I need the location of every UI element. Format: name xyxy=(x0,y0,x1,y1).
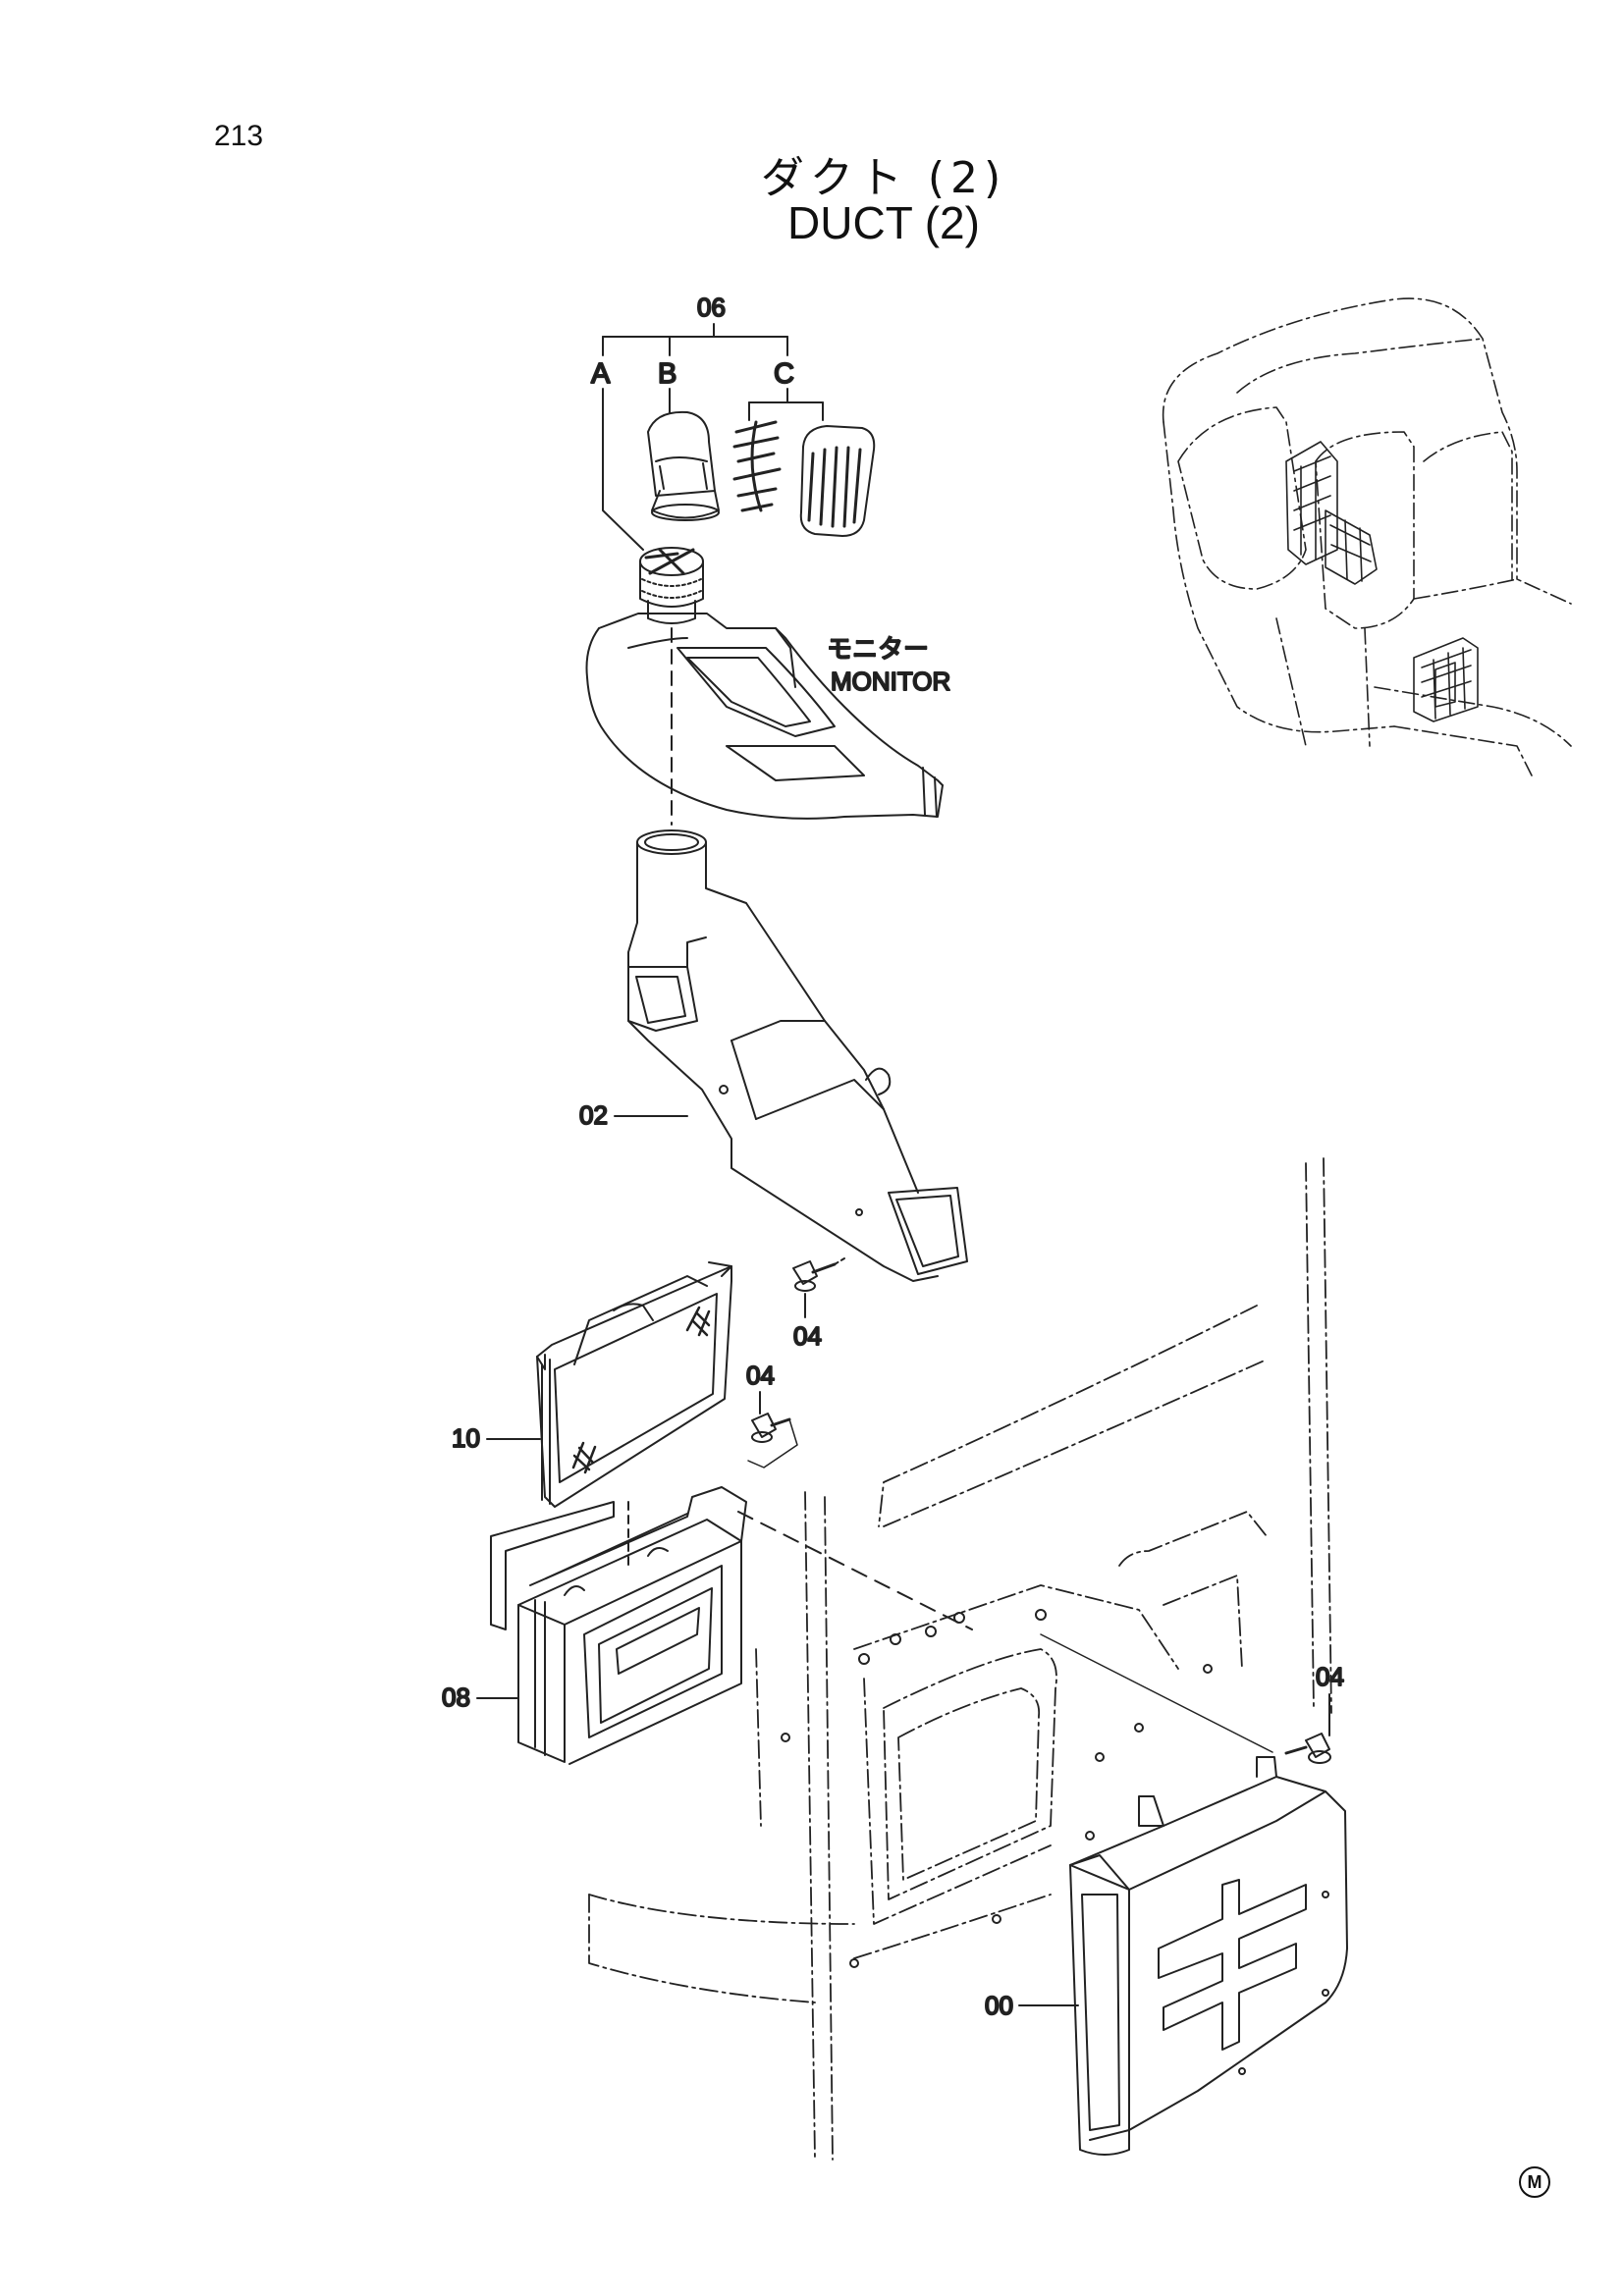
cab-overview-inset xyxy=(1162,297,1572,776)
page-title-english: DUCT (2) xyxy=(787,197,980,248)
clip-springs-c xyxy=(732,420,782,512)
assembly-line-bracket xyxy=(737,1511,973,1630)
callout-00: 00 xyxy=(985,1991,1013,2020)
page-title-japanese: ダクト (2) xyxy=(760,153,1007,203)
monitor-duct-housing xyxy=(585,613,944,820)
air-filter-10 xyxy=(486,1261,732,1508)
screw-04-upper xyxy=(792,1257,845,1318)
callout-a: A xyxy=(591,358,611,390)
page-number: 213 xyxy=(214,120,264,152)
callout-04-right: 04 xyxy=(1316,1662,1344,1691)
louver-nozzle-b xyxy=(647,410,720,521)
filter-housing-08 xyxy=(476,1486,747,1765)
cab-rear-wall xyxy=(588,1157,1332,2161)
callout-b: B xyxy=(658,358,676,390)
monitor-label-en: MONITOR xyxy=(831,667,950,696)
callout-04-upper: 04 xyxy=(793,1321,822,1351)
cab-wall-holes xyxy=(781,1609,1213,1968)
screw-04-right xyxy=(1284,1693,1331,1764)
grille-c xyxy=(799,425,876,537)
callout-08: 08 xyxy=(442,1682,470,1712)
screw-04-mid xyxy=(747,1391,798,1468)
callout-10: 10 xyxy=(452,1423,480,1453)
round-outlet-a xyxy=(639,547,704,624)
callout-06: 06 xyxy=(697,293,726,322)
callout-06-bracket xyxy=(602,323,824,551)
callout-02: 02 xyxy=(579,1100,608,1130)
assembly-line-cover xyxy=(1040,1633,1273,1753)
air-duct-02 xyxy=(614,829,968,1282)
monitor-label-jp: モニター xyxy=(827,634,929,664)
cover-panel-00 xyxy=(1018,1756,1348,2156)
manufacturer-mark: M xyxy=(1519,2166,1550,2198)
callout-04-mid: 04 xyxy=(746,1361,775,1390)
callout-c: C xyxy=(774,358,794,390)
